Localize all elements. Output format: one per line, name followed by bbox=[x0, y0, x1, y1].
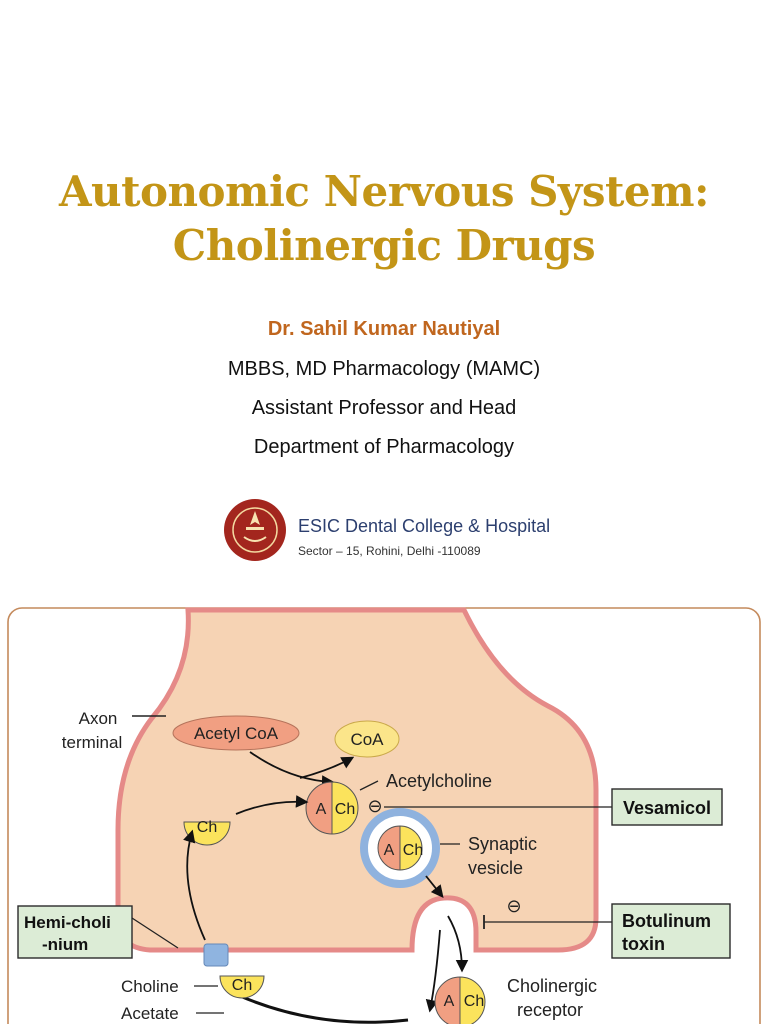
institution-name: ESIC Dental College & Hospital bbox=[298, 516, 551, 536]
vesamicol-label: Vesamicol bbox=[623, 798, 711, 818]
hemicholinium-box bbox=[17, 905, 133, 959]
vesicle-ach-a-half bbox=[377, 825, 401, 871]
exocytosis-arrow-2 bbox=[447, 915, 469, 973]
axon-terminal bbox=[115, 607, 599, 953]
vesamicol-box bbox=[611, 788, 723, 826]
institution-address: Sector – 15, Rohini, Delhi -110089 bbox=[298, 544, 481, 558]
vesicle-a-label: A bbox=[384, 842, 395, 859]
choline-label: Choline bbox=[121, 977, 179, 996]
receptor-ach-ch-half bbox=[459, 976, 486, 1024]
hemicholinium-label-2: -nium bbox=[42, 935, 88, 954]
acetylcholine-pointer bbox=[359, 780, 379, 791]
slide-title-line-1: Autonomic Nervous System: bbox=[58, 167, 710, 216]
synthesis-arrow bbox=[249, 751, 335, 788]
axon-terminal-label-2: terminal bbox=[62, 733, 122, 752]
slide-title-line-2: Cholinergic Drugs bbox=[172, 221, 596, 270]
choline-to-ach-arrow bbox=[235, 795, 309, 815]
ach-ch-half bbox=[331, 781, 359, 835]
slide-title: Autonomic Nervous System: Cholinergic Dr… bbox=[0, 165, 768, 273]
vesicle-ch-label: Ch bbox=[403, 842, 423, 859]
axon-terminal-label-1: Axon bbox=[79, 709, 118, 728]
choline-transporter bbox=[203, 943, 229, 967]
acetylcholine-label: Acetylcholine bbox=[386, 771, 492, 791]
ach-a-label: A bbox=[316, 801, 327, 818]
hemicholinium-label-1: Hemi-choli bbox=[24, 913, 111, 932]
botulinum-toxin-label-2: toxin bbox=[622, 934, 665, 954]
cholinergic-receptor-label-1: Cholinergic bbox=[507, 976, 597, 996]
acetyl-coa-label: Acetyl CoA bbox=[194, 724, 279, 743]
acetate-label: Acetate bbox=[121, 1004, 179, 1023]
acetyl-coa-node bbox=[172, 715, 300, 751]
coa-label: CoA bbox=[350, 730, 384, 749]
coa-release-arrow bbox=[299, 756, 355, 779]
receptor-a-label: A bbox=[444, 993, 455, 1010]
cholinergic-receptor-label-2: receptor bbox=[517, 1000, 583, 1020]
author-department: Department of Pharmacology bbox=[253, 436, 515, 458]
author-degree: MBBS, MD Pharmacology (MAMC) bbox=[227, 358, 541, 380]
botulinum-toxin-box bbox=[611, 903, 731, 959]
author-name: Dr. Sahil Kumar Nautiyal bbox=[267, 318, 501, 340]
author-position: Assistant Professor and Head bbox=[251, 397, 517, 419]
choline-cleft-node bbox=[219, 975, 265, 999]
cholinergic-synapse-diagram: Axon terminal Acetyl CoA CoA A Ch Acetyl… bbox=[7, 607, 761, 1024]
exocytosis-arrow-1 bbox=[425, 875, 444, 898]
choline-cytosol-label: Ch bbox=[197, 819, 217, 836]
hemicholinium-pointer bbox=[131, 917, 179, 949]
choline-cleft-label: Ch bbox=[232, 977, 252, 994]
choline-uptake-arrow bbox=[183, 829, 206, 941]
botulinum-toxin-label-1: Botulinum bbox=[622, 911, 711, 931]
synaptic-cleft-arrow bbox=[239, 994, 409, 1024]
coa-node bbox=[334, 720, 400, 758]
ach-a-half bbox=[305, 781, 333, 835]
vesamicol-inhibit-icon: ⊖ bbox=[367, 796, 382, 816]
release-arrow bbox=[425, 929, 441, 1013]
receptor-ch-label: Ch bbox=[464, 993, 484, 1010]
synaptic-vesicle-label-2: vesicle bbox=[468, 858, 523, 878]
botulinum-inhibit-icon: ⊖ bbox=[506, 896, 521, 916]
vesicle-ach-ch-half bbox=[399, 825, 423, 871]
ach-ch-label: Ch bbox=[335, 801, 355, 818]
esic-logo bbox=[224, 499, 286, 561]
synaptic-vesicle-label-1: Synaptic bbox=[468, 834, 537, 854]
receptor-ach-a-half bbox=[434, 976, 461, 1024]
